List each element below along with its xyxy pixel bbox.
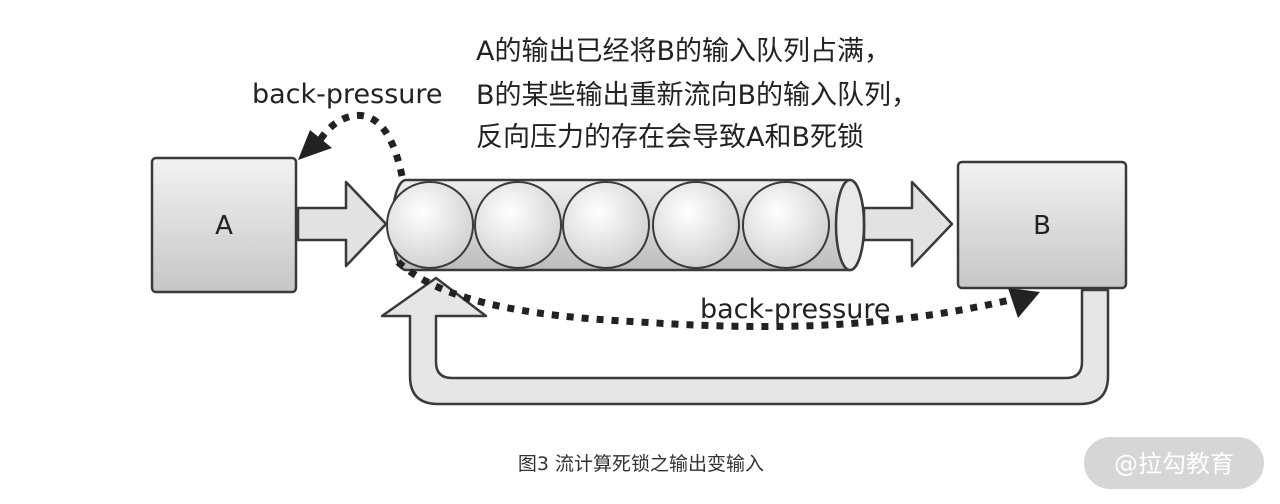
box-a-label: A [215, 211, 233, 241]
box-b: B [956, 160, 1128, 290]
queue-ball-4 [652, 181, 740, 269]
watermark-text: @拉勾教育 [1114, 450, 1234, 478]
return-loop-arrow [380, 276, 1110, 406]
note-line-1: A的输出已经将B的输入队列占满， [476, 36, 891, 67]
queue-ball-3 [562, 181, 650, 269]
queue-ball-5 [742, 181, 830, 269]
back-pressure-top-arrow [298, 111, 406, 177]
queue-ball-2 [474, 181, 562, 269]
back-pressure-bottom-label: back-pressure [700, 294, 891, 325]
watermark: @拉勾教育 [1084, 437, 1264, 489]
note-line-2: B的某些输出重新流向B的输入队列， [476, 80, 918, 111]
arrow-a-to-queue [296, 180, 388, 268]
queue-ball-1 [386, 181, 474, 269]
note-line-3: 反向压力的存在会导致A和B死锁 [476, 122, 864, 153]
box-a: A [150, 156, 298, 294]
box-b-label: B [1033, 211, 1051, 241]
back-pressure-bottom-arrow [395, 259, 1040, 331]
back-pressure-top-label: back-pressure [252, 79, 443, 110]
arrow-queue-to-b [862, 180, 954, 268]
input-queue [386, 178, 866, 272]
figure-caption: 图3 流计算死锁之输出变输入 [518, 453, 764, 475]
